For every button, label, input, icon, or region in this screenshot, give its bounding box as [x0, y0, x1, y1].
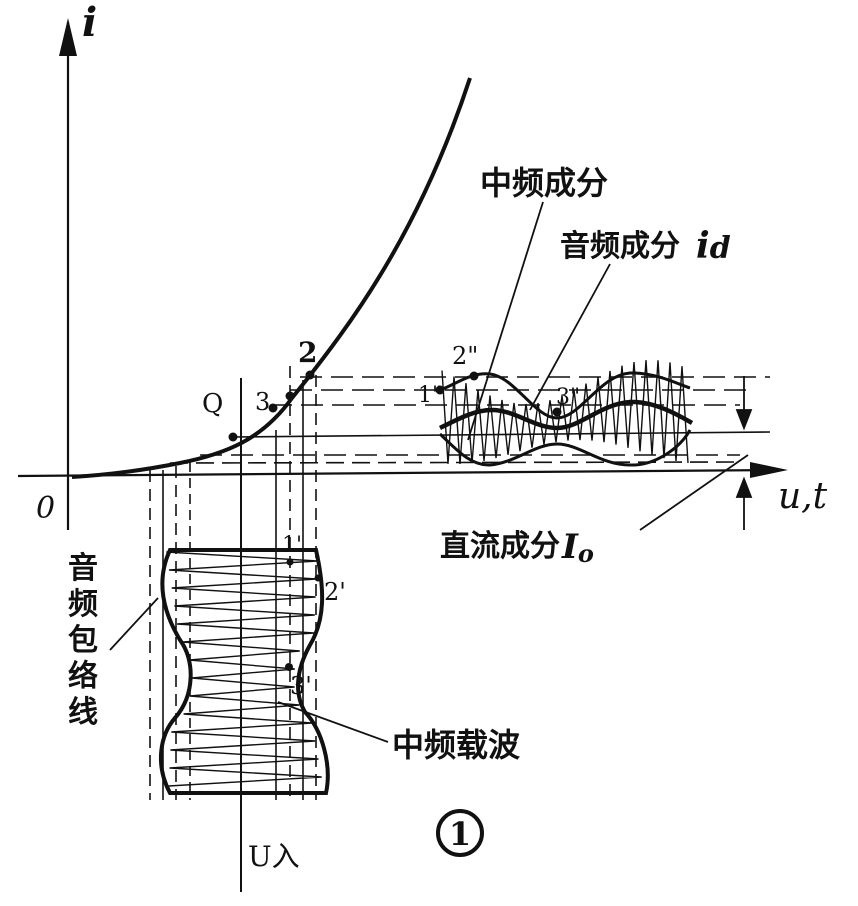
envelope-label: 音 频 包 络 线	[68, 551, 98, 730]
point-3-dot	[268, 403, 278, 413]
x-axis-label: u,t	[778, 476, 828, 517]
point-2p-label: 2'	[324, 578, 346, 606]
audio-component-curve	[438, 399, 694, 431]
characteristic-curve	[71, 77, 472, 479]
point-q-dot	[228, 432, 238, 442]
point-1-dot	[285, 391, 295, 401]
point-3p-label: 3'	[290, 672, 312, 700]
input-carrier-zigzag	[166, 551, 322, 787]
envelope-char-2: 频	[68, 587, 98, 622]
y-axis-arrow	[59, 18, 77, 56]
curve-points	[228, 370, 315, 442]
point-1p-dot	[286, 558, 294, 566]
envelope-char-3: 包	[68, 623, 98, 658]
leader-envelope	[109, 597, 159, 651]
envelope-char-1: 音	[68, 551, 98, 586]
point-2-dot	[305, 370, 315, 380]
audio-component-symbol: id	[696, 225, 731, 267]
x-axis-arrow	[750, 462, 788, 478]
if-component-label: 中频成分	[480, 164, 608, 202]
point-1pp-dot	[435, 385, 445, 395]
dc-marker	[735, 376, 753, 530]
point-3-label: 3	[255, 388, 270, 416]
y-axis-label: i	[82, 0, 97, 46]
point-1pp-label: 1"	[418, 383, 442, 408]
point-3p-dot	[285, 663, 293, 671]
point-3pp-dot	[552, 407, 562, 417]
u-in-label: U入	[248, 840, 300, 873]
point-2p-dot	[314, 574, 322, 582]
output-carrier-path	[441, 360, 689, 464]
output-carrier-zigzag	[441, 360, 689, 464]
audio-component-label: 音频成分	[560, 229, 680, 264]
leader-audio-component	[529, 263, 611, 411]
output-upper-envelope	[439, 371, 691, 420]
leader-if-component	[467, 201, 544, 441]
leader-lines	[109, 201, 749, 743]
if-carrier-label: 中频载波	[392, 726, 520, 764]
output-lower-envelope	[438, 429, 692, 467]
dc-component-symbol: Io	[561, 527, 594, 568]
leader-dc-component	[639, 454, 749, 531]
point-2-label: 2	[298, 336, 317, 369]
point-1p-label: 1'	[282, 533, 302, 558]
input-carrier-path	[166, 551, 322, 787]
point-3pp-label: 3"	[556, 385, 580, 410]
envelope-char-5: 线	[68, 695, 98, 730]
figure-number-label: 1	[449, 815, 471, 853]
axes	[17, 18, 788, 530]
point-2pp-label: 2"	[452, 342, 478, 370]
dc-component-label: 直流成分	[440, 529, 560, 564]
point-q-label: Q	[202, 389, 223, 419]
input-waveform	[158, 548, 330, 795]
x-axis	[17, 468, 779, 478]
envelope-char-4: 络	[68, 659, 98, 694]
figure-number: 1	[436, 809, 484, 857]
origin-label: 0	[36, 491, 55, 526]
leader-if-carrier	[277, 701, 389, 743]
point-2pp-dot	[469, 371, 479, 381]
input-envelope	[158, 548, 330, 795]
output-waveform	[438, 360, 694, 467]
